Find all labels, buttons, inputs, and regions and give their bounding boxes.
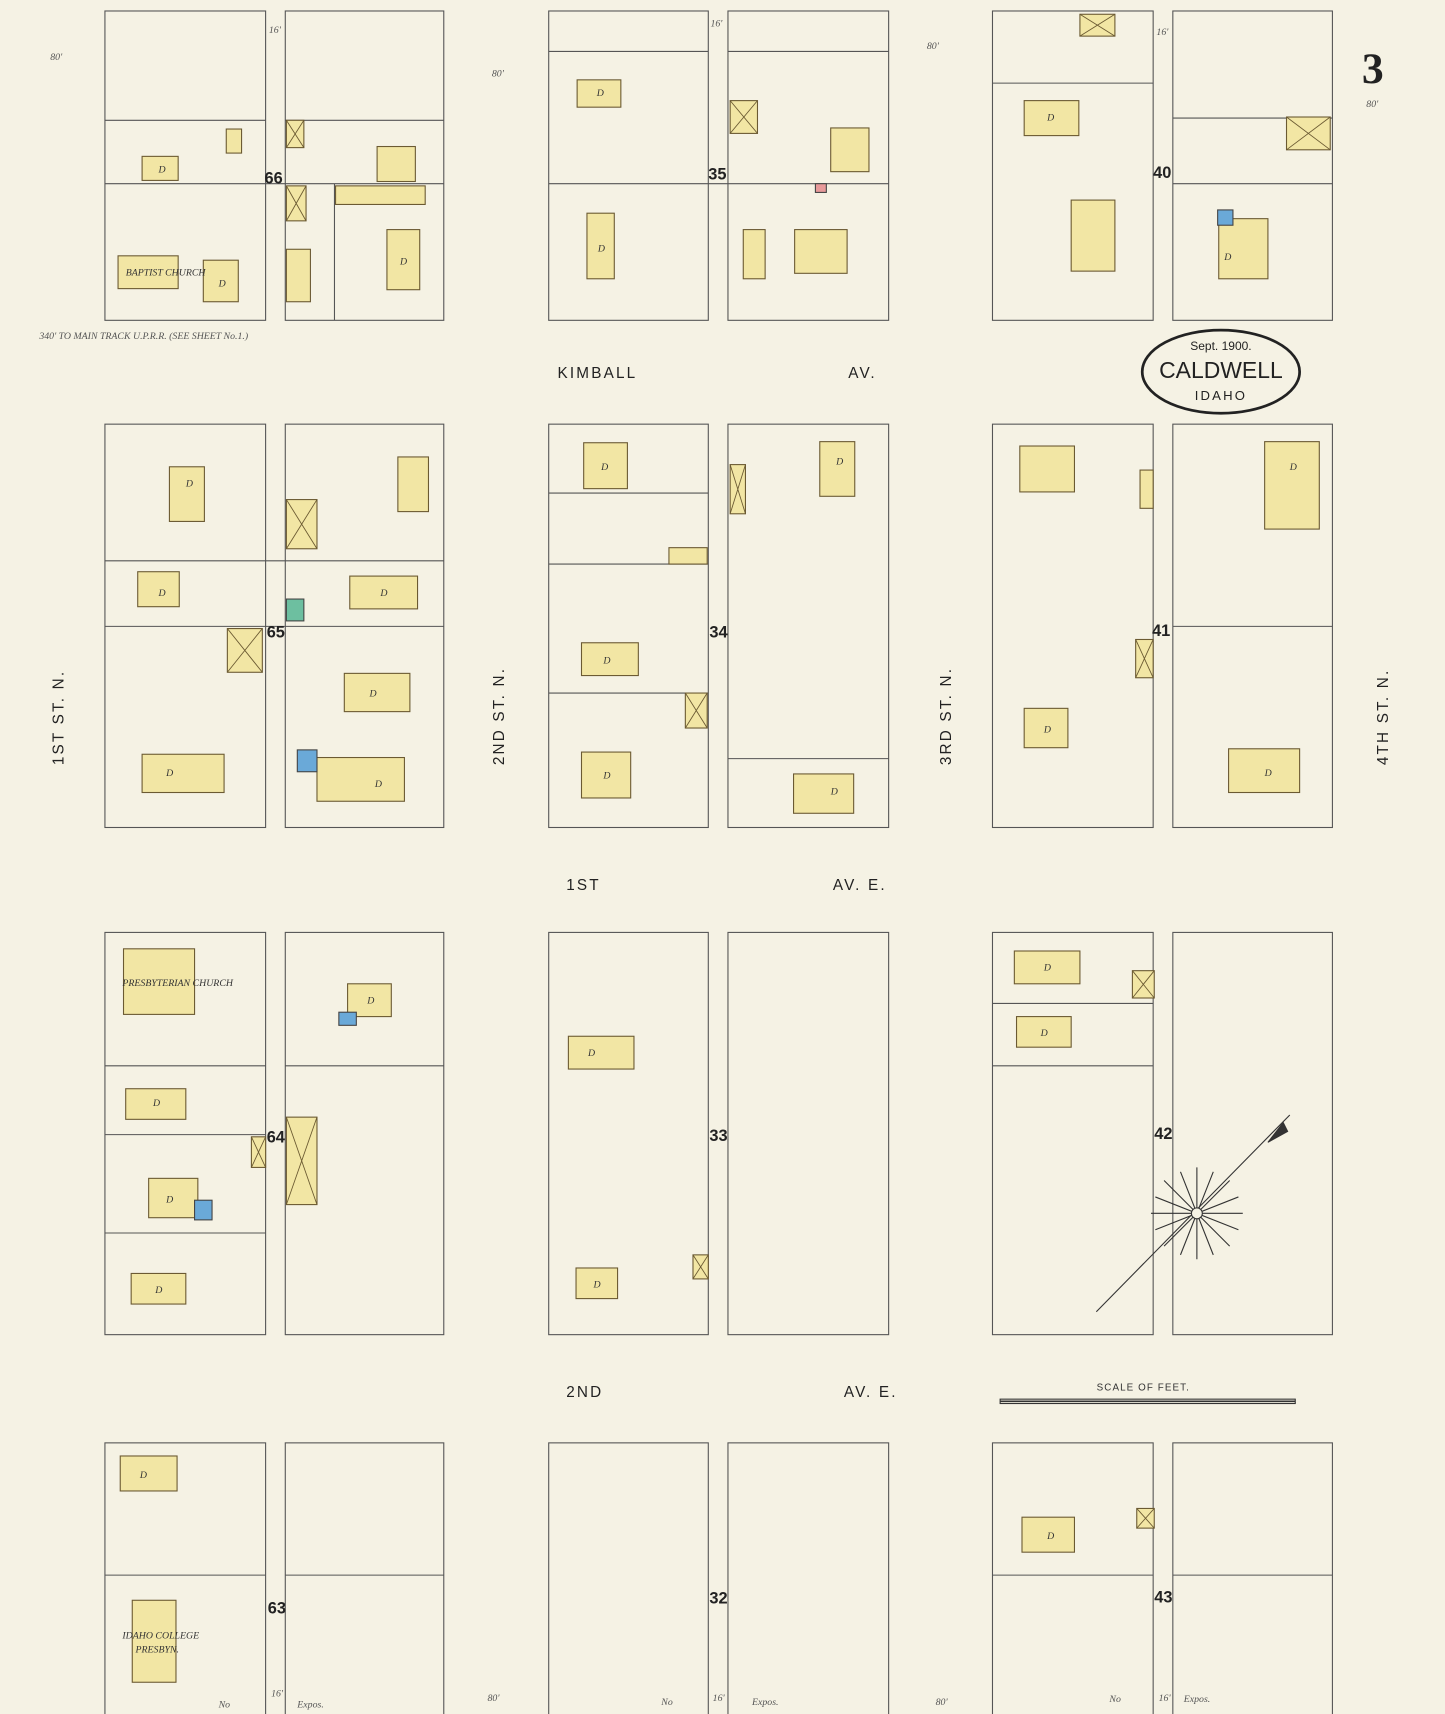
street-4th-st-n: 4TH ST. N.: [1375, 669, 1392, 766]
dwelling-labels: D D D D D D D D D D D D D D D D D D D D D D D D D D D…: [139, 88, 1297, 1542]
street-kimball-av: AV.: [848, 365, 877, 382]
title-cartouche: Sept. 1900. CALDWELL IDAHO: [1140, 328, 1301, 415]
iron-clad-building: [285, 598, 305, 622]
svg-text:D: D: [139, 1470, 147, 1481]
svg-text:D: D: [154, 1285, 162, 1296]
street-kimball: KIMBALL: [557, 365, 637, 382]
stone-building: [338, 1011, 357, 1026]
svg-text:66: 66: [265, 170, 283, 188]
stone-building: [194, 1199, 213, 1221]
svg-text:D: D: [1043, 724, 1051, 735]
north-arrow-compass: [1095, 1114, 1291, 1313]
svg-text:D: D: [835, 457, 843, 468]
svg-text:32: 32: [709, 1590, 727, 1608]
svg-text:D: D: [1223, 252, 1231, 263]
svg-text:40: 40: [1153, 164, 1171, 182]
brick-building: [814, 183, 827, 193]
svg-text:CALDWELL: CALDWELL: [1159, 357, 1283, 383]
svg-text:80': 80': [936, 1697, 949, 1708]
svg-text:D: D: [602, 656, 610, 667]
svg-text:D: D: [366, 995, 374, 1006]
street-1st-av: 1ST: [566, 877, 601, 894]
street-widths: 80' 80' 80' 80' 80' 80' 16' 16' 16' 16' 16' 16…: [50, 18, 1379, 1710]
street-2nd-av-e: AV. E.: [844, 1384, 898, 1401]
svg-text:80': 80': [487, 1693, 500, 1704]
street-2nd-av: 2ND: [566, 1384, 603, 1401]
street-3rd-st-n: 3RD ST. N.: [938, 667, 955, 765]
svg-text:35: 35: [708, 165, 726, 183]
svg-text:D: D: [185, 478, 193, 489]
svg-text:D: D: [165, 768, 173, 779]
svg-text:D: D: [1046, 1531, 1054, 1542]
svg-text:D: D: [1264, 768, 1272, 779]
svg-text:16': 16': [269, 25, 282, 36]
svg-text:80': 80': [50, 52, 63, 63]
svg-text:No: No: [218, 1699, 231, 1710]
svg-text:80': 80': [927, 41, 940, 52]
svg-text:42: 42: [1154, 1125, 1172, 1143]
svg-text:D: D: [1040, 1028, 1048, 1039]
street-1st-av-e: AV. E.: [833, 877, 887, 894]
svg-text:D: D: [600, 462, 608, 473]
idaho-college-sub: PRESBYN.: [135, 1645, 179, 1656]
stone-building: [296, 749, 318, 773]
presbyterian-church-label: PRESBYTERIAN CHURCH: [121, 978, 233, 989]
street-1st-st-n: 1ST ST. N.: [50, 670, 67, 766]
svg-text:Sept. 1900.: Sept. 1900.: [1190, 339, 1251, 353]
svg-text:D: D: [593, 1280, 601, 1291]
svg-text:D: D: [157, 165, 165, 176]
svg-text:D: D: [1289, 462, 1297, 473]
svg-text:16': 16': [710, 18, 723, 29]
svg-text:Expos.: Expos.: [296, 1699, 323, 1710]
svg-text:SCALE OF FEET.: SCALE OF FEET.: [1097, 1382, 1190, 1393]
svg-text:33: 33: [709, 1127, 727, 1145]
svg-text:Expos.: Expos.: [751, 1697, 778, 1708]
svg-text:D: D: [602, 770, 610, 781]
svg-text:16': 16': [1159, 1693, 1172, 1704]
svg-text:D: D: [399, 257, 407, 268]
svg-text:D: D: [597, 243, 605, 254]
svg-text:80': 80': [492, 69, 505, 80]
svg-text:D: D: [587, 1048, 595, 1059]
svg-text:16': 16': [713, 1693, 726, 1704]
svg-text:64: 64: [267, 1128, 286, 1146]
svg-text:Expos.: Expos.: [1183, 1694, 1210, 1705]
svg-text:D: D: [1043, 963, 1051, 974]
scale-of-feet: SCALE OF FEET.: [999, 1382, 1296, 1405]
svg-text:41: 41: [1152, 622, 1170, 640]
blocks: [104, 10, 1333, 1714]
svg-text:D: D: [152, 1098, 160, 1109]
svg-text:D: D: [596, 88, 604, 99]
main-track-note: 340' TO MAIN TRACK U.P.R.R. (SEE SHEET N…: [38, 331, 248, 342]
svg-text:D: D: [218, 278, 226, 289]
svg-text:D: D: [374, 779, 382, 790]
street-2nd-st-n: 2ND ST. N.: [491, 667, 508, 765]
svg-text:34: 34: [709, 623, 728, 641]
svg-text:16': 16': [1156, 27, 1169, 38]
svg-text:43: 43: [1154, 1588, 1172, 1606]
svg-text:D: D: [165, 1194, 173, 1205]
buildings: [117, 13, 1331, 1683]
svg-text:63: 63: [268, 1599, 286, 1617]
svg-text:65: 65: [267, 623, 285, 641]
idaho-college-label: IDAHO COLLEGE: [121, 1631, 199, 1642]
svg-text:80': 80': [1366, 99, 1379, 110]
svg-text:16': 16': [271, 1688, 284, 1699]
sheet-number: 3: [1362, 45, 1384, 93]
svg-text:D: D: [368, 688, 376, 699]
svg-text:D: D: [830, 787, 838, 798]
svg-text:No: No: [660, 1697, 673, 1708]
svg-text:IDAHO: IDAHO: [1195, 388, 1247, 403]
baptist-church-label: BAPTIST CHURCH: [126, 268, 207, 279]
svg-text:D: D: [1046, 112, 1054, 123]
svg-text:D: D: [379, 588, 387, 599]
svg-text:D: D: [157, 588, 165, 599]
svg-text:No: No: [1108, 1694, 1121, 1705]
stone-building: [1217, 209, 1234, 226]
block-numbers: 66 35 40 65 34 41 64 33 42 63 32 43: [265, 164, 1173, 1617]
